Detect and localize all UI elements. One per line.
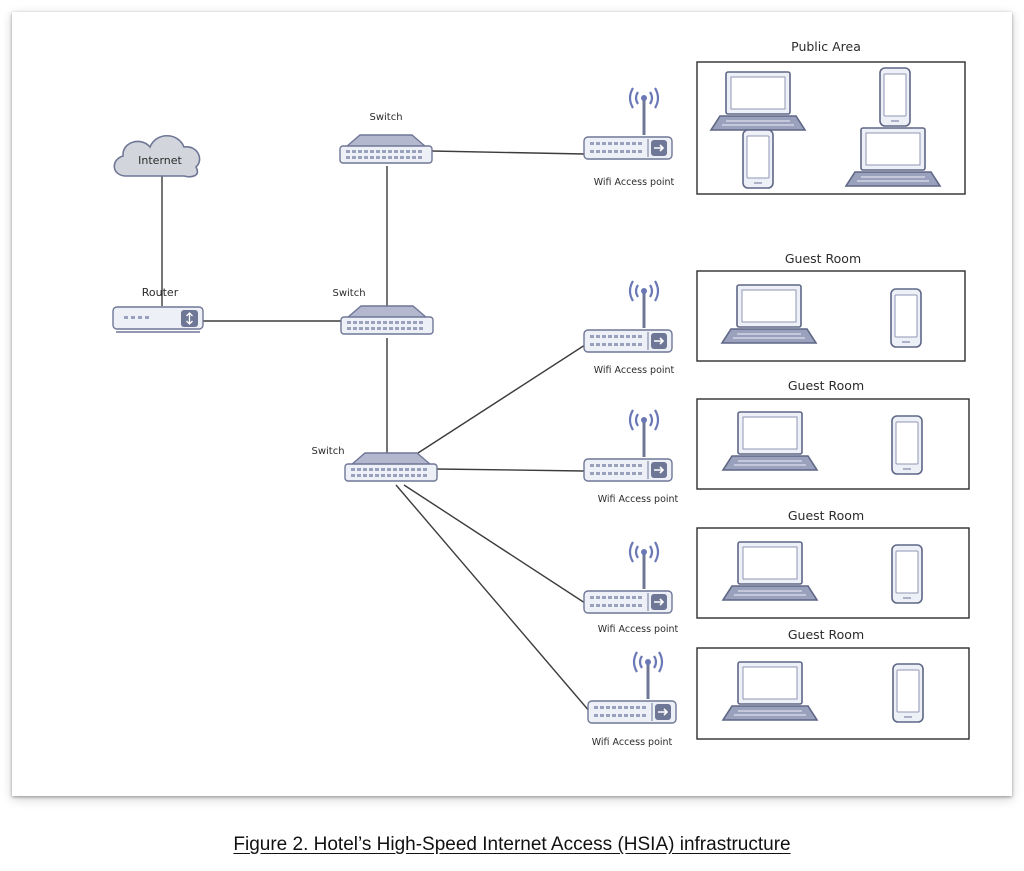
internet-label: Internet bbox=[138, 154, 182, 167]
zone-guest-2-title: Guest Room bbox=[788, 378, 864, 393]
laptop-icon bbox=[722, 411, 818, 471]
zone-public-title: Public Area bbox=[791, 39, 861, 54]
access-point-public-label: Wifi Access point bbox=[594, 177, 675, 188]
phone-icon bbox=[742, 129, 774, 189]
network-diagram: Internet Router Switch Switch Switch Wif… bbox=[112, 39, 970, 748]
phone-icon bbox=[892, 663, 924, 723]
link-switch-ap-guest-2 bbox=[435, 468, 585, 472]
figure-caption: Figure 2. Hotel’s High-Speed Internet Ac… bbox=[233, 834, 791, 855]
access-point-public-icon bbox=[582, 86, 674, 161]
switch-bottom-icon bbox=[344, 452, 438, 482]
link-switch-ap-public bbox=[431, 150, 585, 155]
link-switch-ap-guest-3 bbox=[403, 484, 589, 606]
zone-guest-1-box bbox=[696, 270, 966, 362]
link-switch-ap-guest-1 bbox=[417, 342, 589, 454]
access-point-guest-3-icon bbox=[582, 540, 674, 615]
switch-top-label: Switch bbox=[369, 112, 402, 123]
access-point-guest-1-label: Wifi Access point bbox=[594, 365, 675, 376]
router-label: Router bbox=[142, 286, 179, 299]
access-point-guest-2-label: Wifi Access point bbox=[598, 494, 679, 505]
switch-middle-label: Switch bbox=[332, 288, 365, 299]
phone-icon bbox=[890, 288, 922, 348]
access-point-guest-4-icon bbox=[586, 650, 678, 725]
laptop-icon bbox=[722, 541, 818, 601]
zone-public-box bbox=[696, 61, 966, 195]
access-point-guest-2-icon bbox=[582, 408, 674, 483]
access-point-guest-1-icon bbox=[582, 279, 674, 354]
laptop-icon bbox=[721, 284, 817, 344]
connection-lines bbox=[161, 150, 591, 713]
zone-guest-1-title: Guest Room bbox=[785, 251, 861, 266]
switch-bottom-label: Switch bbox=[311, 446, 344, 457]
phone-icon bbox=[879, 67, 911, 127]
laptop-icon bbox=[710, 71, 806, 131]
laptop-icon bbox=[722, 661, 818, 721]
switch-middle-icon bbox=[340, 305, 434, 335]
zone-guest-4-title: Guest Room bbox=[788, 627, 864, 642]
router-icon bbox=[112, 306, 204, 333]
link-switch-ap-guest-4 bbox=[395, 484, 591, 713]
phone-icon bbox=[891, 544, 923, 604]
zone-guest-4-box bbox=[696, 647, 970, 740]
zone-guest-2-box bbox=[696, 398, 970, 490]
zone-guest-3-title: Guest Room bbox=[788, 508, 864, 523]
access-point-guest-3-label: Wifi Access point bbox=[598, 624, 679, 635]
phone-icon bbox=[891, 415, 923, 475]
laptop-icon bbox=[845, 127, 941, 187]
access-point-guest-4-label: Wifi Access point bbox=[592, 737, 673, 748]
switch-top-icon bbox=[339, 134, 433, 164]
internet-cloud-icon: Internet bbox=[113, 134, 201, 178]
zone-guest-3-box bbox=[696, 527, 970, 619]
